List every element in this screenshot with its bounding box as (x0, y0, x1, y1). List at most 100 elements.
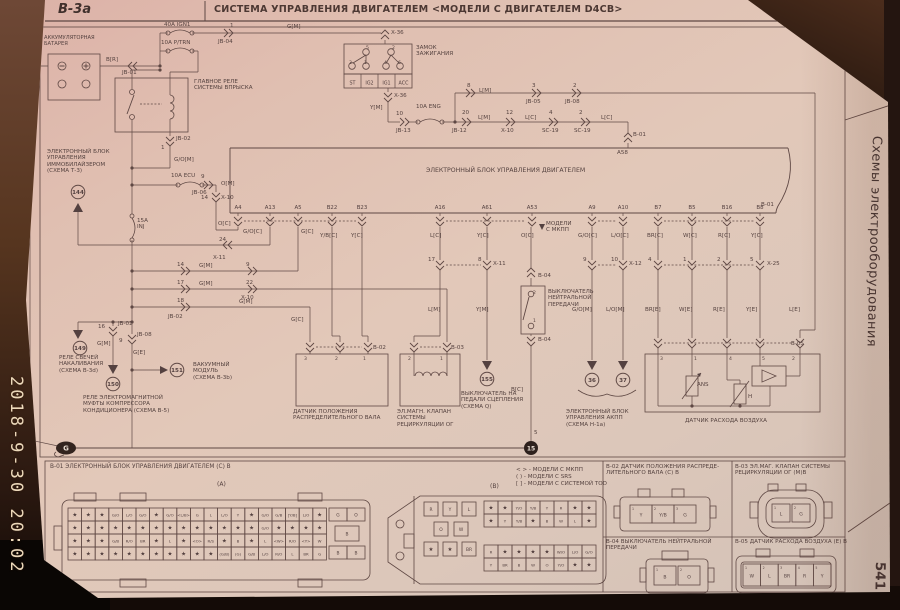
cam-sensor-box (295, 353, 389, 407)
connector-chevron (265, 216, 275, 222)
connector-chevron (409, 342, 419, 348)
connector-chevron (127, 334, 137, 340)
diagram-label: BR[C] (647, 233, 663, 239)
diagram-label: 3 (349, 61, 352, 66)
pin-label: ★ (208, 526, 213, 532)
pin-label: G/O (139, 513, 146, 518)
connector-chevron (795, 338, 805, 344)
pin-label: A61 (482, 205, 493, 211)
diagram-label: ДАТЧИК РАСХОДА ВОЗДУХА (685, 418, 767, 424)
pin-label: L (574, 519, 577, 524)
pin-label: G (63, 445, 69, 453)
diagram-label: G/O[M] (174, 157, 194, 163)
diagram-label: АККУМУЛЯТОРНАЯ БАТАРЕЯ (44, 35, 95, 47)
diagram-label: ВЫКЛЮЧАТЕЛЬ НЕЙТРАЛЬНОЙ ПЕРЕДАЧИ (548, 289, 594, 308)
arrow-triangle (697, 373, 701, 377)
connector-chevron (623, 132, 633, 138)
pin-label: 2 (654, 507, 656, 511)
connector-chevron (587, 265, 597, 271)
pin-label: R/S (208, 539, 215, 544)
connector-tab (661, 550, 689, 561)
pin-label: ★ (154, 539, 159, 545)
pin-label: 36 (588, 378, 596, 384)
pin-label: ★ (113, 552, 118, 558)
pin-label: ★ (100, 552, 105, 558)
pin-label: A9 (588, 205, 596, 211)
connector-cell (312, 546, 327, 561)
brace (577, 389, 637, 397)
connector-chevron (553, 117, 559, 127)
pin-label: G (318, 552, 321, 557)
diagram-label: O[C] (218, 221, 231, 227)
connector-chevron (265, 221, 275, 227)
diagram-label: 1 (364, 61, 367, 66)
egr-coil (414, 371, 448, 377)
pin-label: 1 (656, 568, 658, 572)
connector-chevron (180, 302, 186, 312)
pin-label: G (196, 513, 199, 518)
pin-label: ★ (195, 526, 200, 532)
connector-chevron (228, 28, 234, 38)
terminal (527, 322, 535, 330)
pin-label: Y/B (658, 513, 667, 519)
connector-chevron (618, 216, 628, 222)
diagram-label: O[M] (221, 181, 235, 187)
connector-chevron (722, 221, 732, 227)
connector-chevron (482, 265, 492, 271)
pin-label: [Y/B] (288, 513, 298, 518)
pin-label: L/O (303, 513, 310, 518)
pin-label: ACC (399, 81, 410, 87)
connector-chevron (233, 221, 243, 227)
terminal (382, 62, 390, 70)
pin-label: <Y> (302, 539, 311, 544)
connector-chevron (618, 221, 628, 227)
connector-chevron (548, 117, 554, 127)
diagram-label: 5 (750, 257, 754, 263)
connector-chevron (327, 221, 337, 227)
pin-label: G (799, 512, 803, 518)
ground-symbol (56, 441, 76, 455)
pin-label: Y (546, 506, 549, 511)
connector-chevron (383, 92, 393, 98)
pin-label: ★ (72, 539, 77, 545)
diagram-label: (B) (490, 483, 499, 490)
diagram-label: L/O[M] (606, 307, 625, 313)
callout-circle (70, 184, 86, 200)
connector-chevron (435, 221, 445, 227)
diagram-label: X-25 (767, 261, 780, 267)
diagram-label: 2 (408, 357, 411, 362)
pin-label: <L/B> (177, 513, 190, 518)
pin-label: G/O (166, 513, 173, 518)
connector-cell (677, 565, 701, 586)
diagram-label: G/O[M] (572, 307, 592, 313)
pin-label: ★ (113, 526, 118, 532)
diagram-label: L[M] (428, 307, 441, 313)
connector-chevron (722, 216, 732, 222)
connector-chevron (587, 260, 597, 266)
connector-cell (581, 557, 597, 572)
connector-chevron (335, 342, 345, 348)
connector-chevron (687, 343, 697, 349)
connector-chevron (293, 221, 303, 227)
page-title: СИСТЕМА УПРАВЛЕНИЯ ДВИГАТЕЛЕМ <МОДЕЛИ С … (214, 4, 623, 15)
pin-label: ★ (127, 552, 132, 558)
connector-tab (119, 578, 147, 588)
diagram-label: ЭЛЕКТРОННЫЙ БЛОК УПРАВЛЕНИЯ АКПП (СХЕМА … (566, 409, 629, 428)
pin-label: G/O (112, 513, 119, 518)
connector-chevron (482, 221, 492, 227)
diagram-label: Y[C] (477, 233, 489, 239)
connector-chevron (722, 338, 732, 344)
pin-label: ★ (531, 550, 536, 556)
pin-label: O (439, 527, 443, 533)
diagram-label: 17 (177, 280, 185, 286)
diagram-label: JB-01 (122, 70, 137, 76)
diagram-label: L[C] (430, 233, 442, 239)
connector-ear (823, 501, 833, 519)
connector-chevron (165, 141, 175, 147)
callout-circle (105, 376, 121, 392)
pin-label: ★ (127, 526, 132, 532)
diagram-label: B-02 (373, 345, 386, 351)
b04-connector-shell (645, 558, 709, 594)
connector-cell (346, 545, 366, 560)
pin-label: A5 (294, 205, 301, 211)
